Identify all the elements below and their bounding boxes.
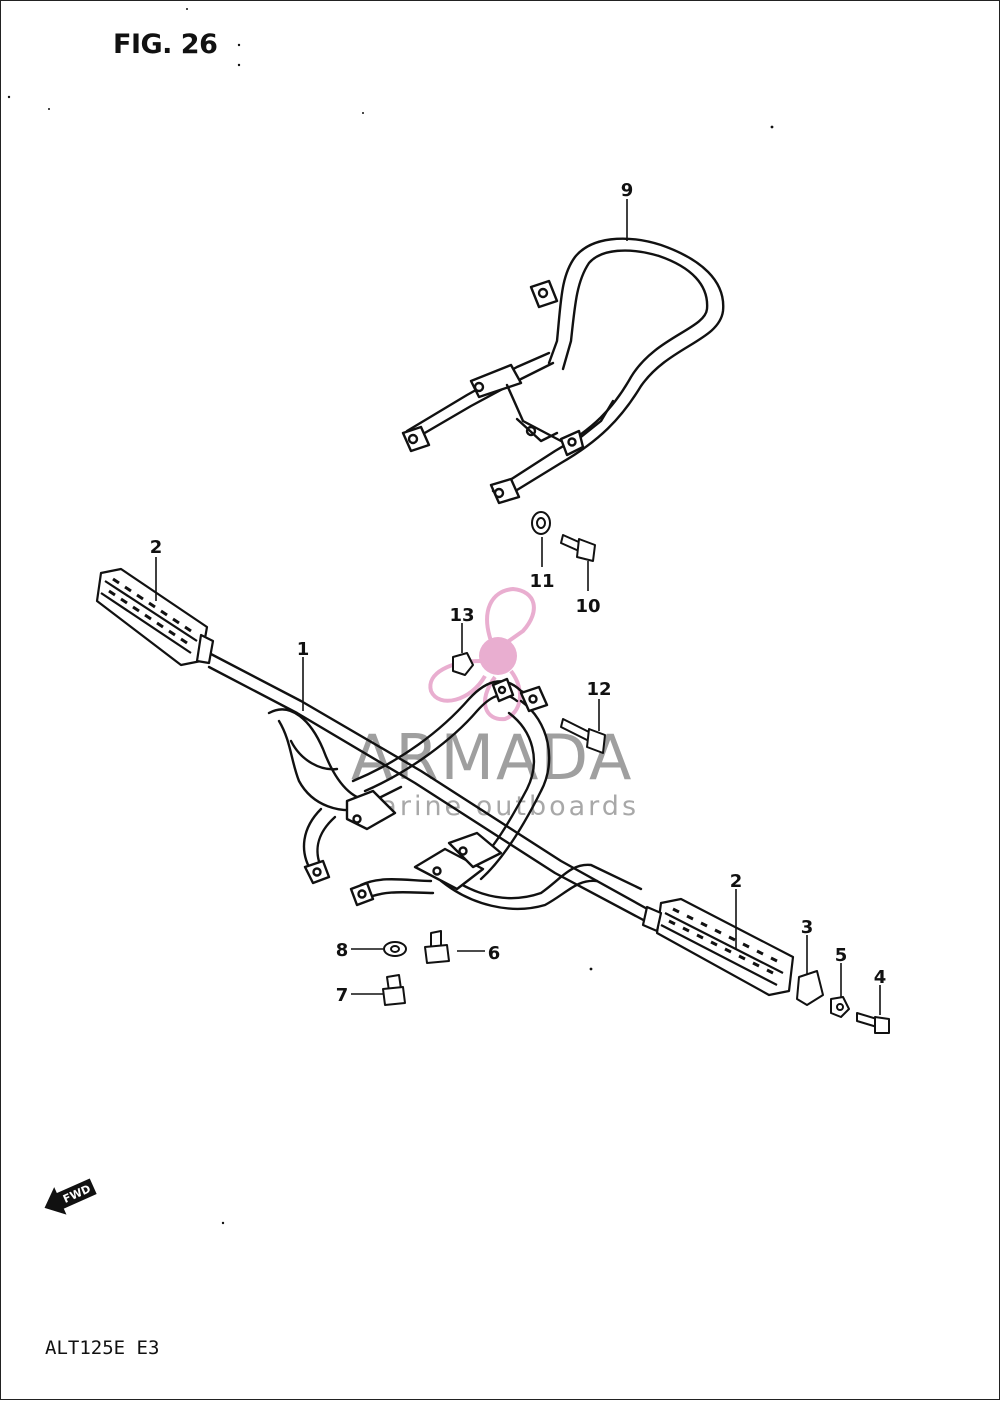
callout-4: 4 <box>874 967 887 988</box>
callout-13: 13 <box>449 605 474 626</box>
part-6-bolt <box>430 930 442 948</box>
part-2-right-footpeg <box>641 897 795 997</box>
part-13-nut <box>452 652 474 676</box>
part-3-spacer <box>796 970 824 1006</box>
watermark: ARMADA marine outboards <box>351 586 636 822</box>
callout-1: 1 <box>297 639 310 660</box>
callout-5: 5 <box>835 945 848 966</box>
forward-arrow-icon: FWD <box>44 1178 97 1215</box>
leader-lines <box>155 199 881 1015</box>
callout-6: 6 <box>488 943 501 964</box>
hardware-parts <box>382 511 890 1034</box>
callout-11: 11 <box>529 571 554 592</box>
callout-12: 12 <box>586 679 611 700</box>
scan-specks <box>7 8 774 1225</box>
callout-9: 9 <box>621 180 634 201</box>
callout-2-left: 2 <box>150 537 163 558</box>
part-2-left-footpeg <box>95 567 215 667</box>
callout-3: 3 <box>801 917 814 938</box>
model-code: ALT125E E3 <box>45 1337 160 1359</box>
callout-2-right: 2 <box>730 871 743 892</box>
callout-7: 7 <box>336 985 349 1006</box>
part-1-footrest-frame <box>207 651 653 925</box>
figure-title: FIG. 26 <box>113 29 218 60</box>
propeller-logo-icon <box>428 586 536 722</box>
callout-8: 8 <box>336 940 349 961</box>
callout-numbers: 1 2 2 3 4 5 6 7 8 9 10 11 12 13 <box>150 180 887 1006</box>
callout-10: 10 <box>575 596 600 617</box>
part-9-rear-carrier <box>401 237 725 505</box>
